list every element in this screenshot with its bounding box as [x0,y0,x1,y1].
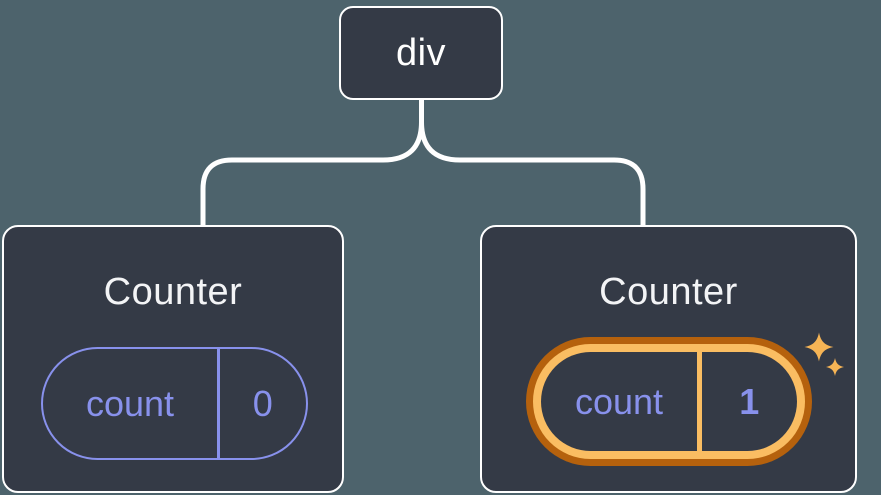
counter-card-left: Counter count 0 [2,225,344,493]
counter-title: Counter [103,271,243,313]
state-value: 1 [739,380,760,422]
counter-title: Counter [599,271,738,313]
root-node-label: div [395,31,447,74]
sparkle-icon [826,358,844,376]
state-key-label: count [574,380,664,422]
state-value: 0 [252,382,273,424]
counter-card-right: Counter count 1 [480,225,857,493]
state-pill-divider [217,349,220,458]
state-key-label: count [85,382,175,424]
highlight-ring: count 1 [526,337,812,466]
state-pill: count 0 [41,347,308,460]
state-pill: count 1 [541,352,797,451]
state-pill-divider [697,352,702,451]
sparkles-icon [804,332,844,376]
connector-right-branch [419,99,646,226]
sparkle-icon [804,332,834,362]
connector-left-branch [200,99,424,226]
highlight-ring-inner: count 1 [533,344,805,459]
root-node-div: div [339,6,503,100]
